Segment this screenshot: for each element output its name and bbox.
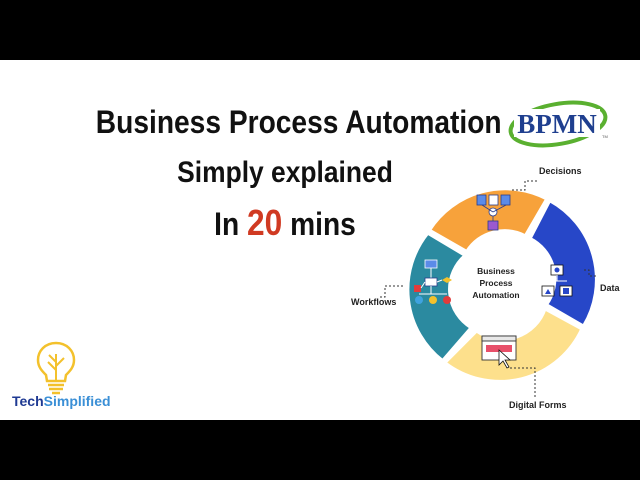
title-suffix: mins [290, 206, 356, 242]
thumbnail-panel: Business Process Automation Simply expla… [0, 60, 640, 420]
brand-logo: TechSimplified [12, 393, 111, 409]
label-data: Data [600, 283, 620, 293]
segment-data [528, 198, 598, 329]
segment-workflows [406, 231, 474, 363]
leader-decisions [512, 180, 537, 191]
bpmn-logo: BPMN TM [508, 100, 608, 148]
leader-data [584, 269, 597, 277]
label-decisions: Decisions [539, 166, 582, 176]
bpmn-logo-backdrop [514, 109, 600, 137]
leader-digital-forms [510, 367, 536, 398]
label-workflows: Workflows [351, 297, 397, 307]
lightbulb-icon [36, 341, 76, 395]
title-line-3: In 20 mins [96, 202, 474, 244]
automation-cycle-diagram [378, 180, 598, 398]
segment-decisions [427, 187, 549, 254]
center-line-3: Automation [472, 290, 520, 300]
center-line-1: Business [477, 266, 515, 276]
cycle-center [461, 236, 549, 324]
leader-workflows [378, 285, 403, 298]
bpmn-logo-text: BPMN [517, 109, 597, 139]
title-prefix: In [214, 206, 240, 242]
decision-flow-icon [476, 194, 511, 231]
label-digital-forms: Digital Forms [509, 400, 567, 410]
center-line-2: Process [479, 278, 513, 288]
title-line-2: Simply explained [177, 156, 393, 189]
brand-part-simplified: Simplified [43, 393, 111, 409]
cycle-center-label: Business Process Automation [461, 265, 531, 301]
data-hierarchy-icon [541, 264, 573, 297]
bpmn-swoosh [508, 100, 608, 148]
bpmn-trademark: TM [602, 134, 608, 139]
title-line-1: Business Process Automation [95, 104, 502, 140]
brand-part-tech: Tech [12, 393, 44, 409]
workflow-icon [414, 259, 452, 304]
title-duration-number: 20 [247, 202, 283, 243]
digital-form-icon [481, 335, 517, 369]
